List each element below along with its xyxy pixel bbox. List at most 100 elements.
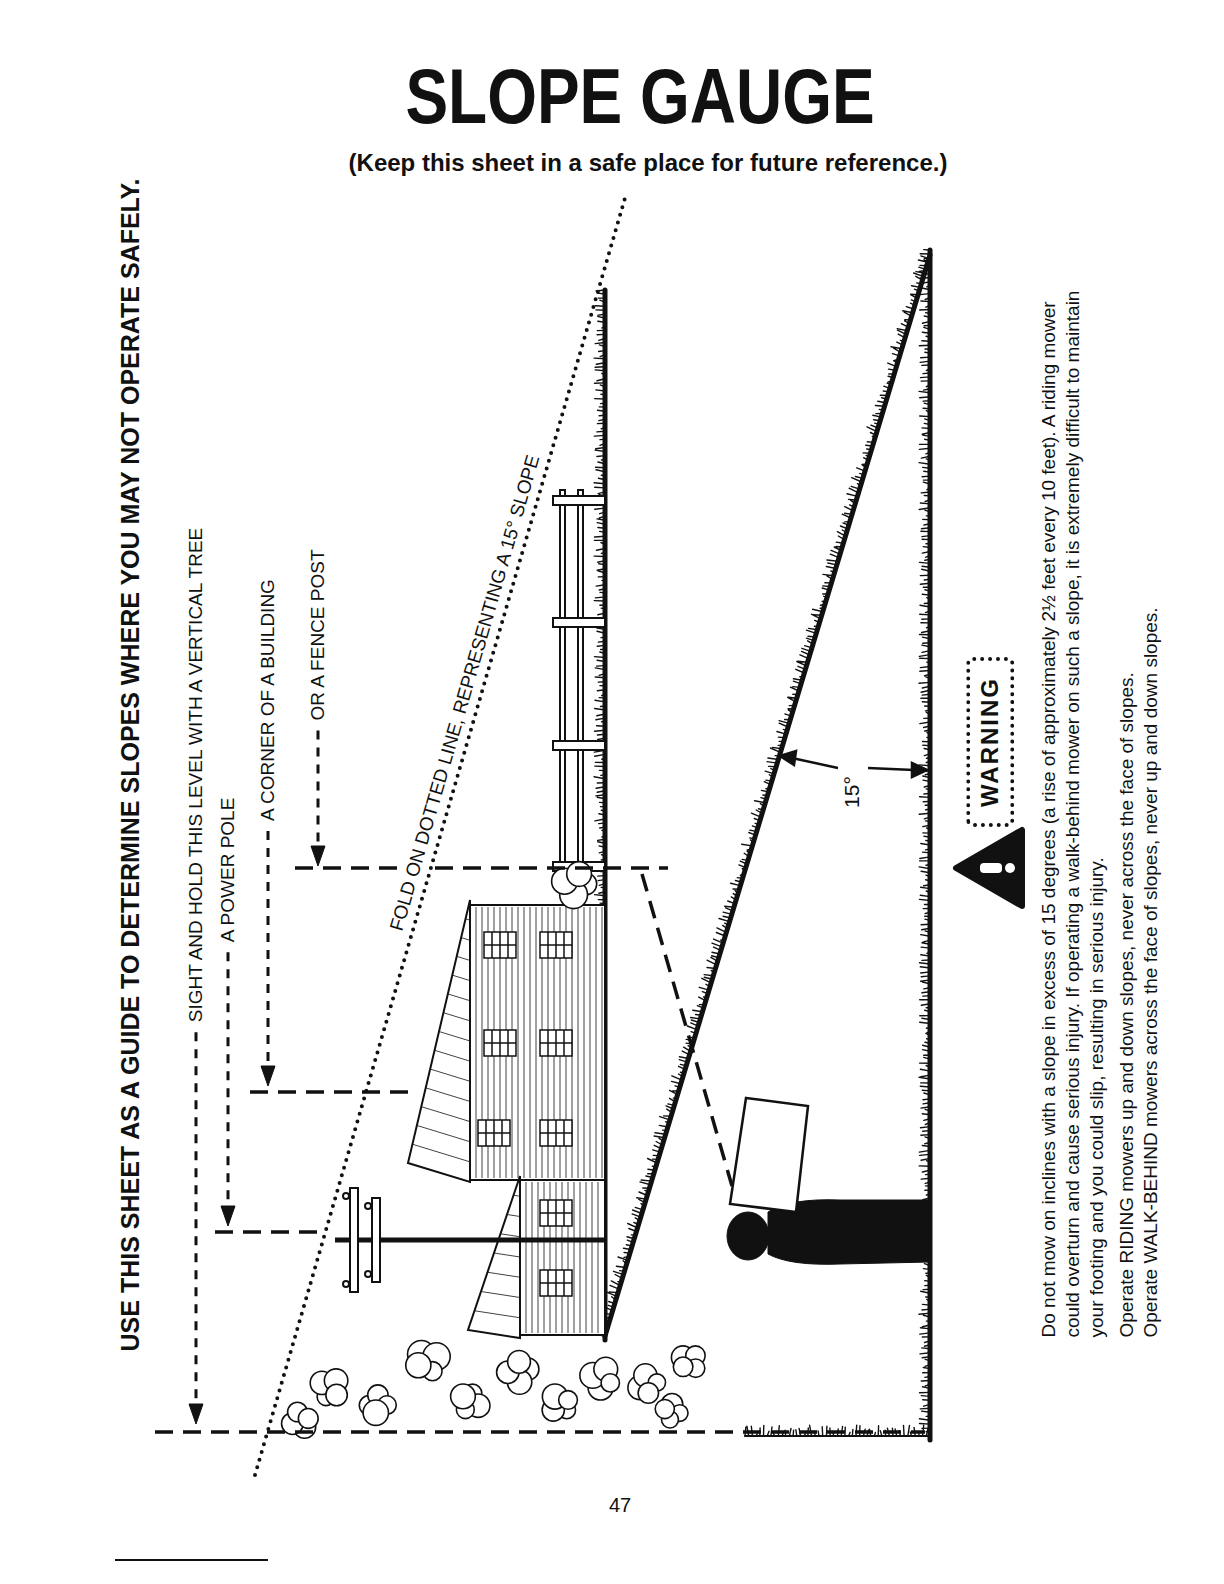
warning-heading: WARNING — [976, 677, 1004, 807]
power-pole — [350, 1188, 358, 1292]
bushes — [559, 1391, 578, 1410]
bushes — [655, 1399, 674, 1418]
house-drawing — [412, 1144, 470, 1162]
house-drawing — [540, 1042, 572, 1044]
house-drawing — [426, 1088, 470, 1102]
house-drawing — [532, 1182, 533, 1333]
sight-dashed-line — [195, 1032, 198, 1404]
house-drawing — [421, 1107, 470, 1122]
rule-line — [115, 1559, 268, 1561]
power-pole — [335, 1188, 605, 1292]
house-drawing — [540, 1120, 572, 1146]
house-drawing — [435, 1050, 470, 1061]
angle-arrows — [912, 763, 927, 777]
fold-dotted-line — [255, 198, 625, 1475]
person-silhouette — [727, 1212, 769, 1260]
house-drawing — [478, 1132, 510, 1134]
sight-dashed-line — [267, 831, 270, 1066]
person-silhouette — [730, 1098, 808, 1212]
house-drawing — [514, 1195, 521, 1196]
house-drawing — [586, 1182, 587, 1333]
fold-line — [255, 198, 625, 1475]
house-drawing — [448, 994, 470, 1001]
person-silhouette — [727, 1098, 930, 1264]
house-drawing — [590, 907, 591, 1178]
sight-arrowhead — [261, 1066, 275, 1086]
house-drawing — [540, 1212, 572, 1214]
house-drawing — [540, 932, 572, 958]
fold-label: FOLD ON DOTTED LINE, REPRESENTING A 15° … — [385, 449, 545, 936]
bushes — [638, 1383, 658, 1403]
house-drawing — [430, 1069, 470, 1081]
slope-gauge-lines — [605, 250, 930, 1440]
house-drawing — [540, 1282, 572, 1284]
fence — [553, 741, 605, 750]
house-drawing — [461, 938, 470, 941]
level-dashed-line — [250, 1090, 418, 1094]
fence — [553, 496, 605, 505]
house-drawing — [466, 919, 470, 920]
house-drawing — [412, 919, 520, 1318]
sight-label: OR A FENCE POST — [307, 549, 329, 720]
side-heading: USE THIS SHEET AS A GUIDE TO DETERMINE S… — [116, 179, 145, 1352]
house-drawing — [452, 975, 470, 980]
sight-label: A CORNER OF A BUILDING — [257, 579, 279, 821]
house-drawing — [596, 907, 597, 1178]
slope-gauge-lines — [745, 1435, 930, 1437]
house-drawing — [468, 1176, 520, 1338]
house-drawing — [540, 1270, 572, 1296]
house-drawing — [484, 1030, 516, 1056]
house-drawing — [578, 907, 579, 1178]
power-pole — [343, 1193, 349, 1199]
house-drawing — [602, 907, 603, 1178]
bushes — [451, 1384, 476, 1409]
power-pole — [365, 1271, 371, 1277]
house-drawing — [580, 1182, 581, 1333]
house-drawing — [439, 1032, 470, 1042]
house-drawing — [417, 1125, 470, 1141]
house-drawing — [408, 900, 470, 1182]
house-drawing — [484, 944, 516, 946]
slope-gauge-lines — [605, 255, 930, 1336]
house-drawing — [443, 1013, 470, 1021]
fence — [553, 490, 605, 872]
level-dashed-line — [155, 1430, 925, 1434]
grass — [594, 250, 930, 1437]
house-drawing — [457, 956, 470, 960]
page-title: SLOPE GAUGE — [405, 52, 874, 142]
house-drawing — [484, 932, 516, 958]
house-drawing — [540, 1132, 572, 1134]
bushes — [363, 1400, 388, 1425]
house-drawing — [501, 1234, 521, 1237]
level-dashed-line — [215, 1230, 322, 1234]
angle-label: 15° — [840, 776, 864, 808]
warning-text: Do not mow on inclines with a slope in e… — [1037, 253, 1109, 1338]
power-pole — [343, 1281, 349, 1287]
sight-guide-lines — [155, 731, 925, 1432]
sight-dashed-line — [642, 874, 732, 1186]
house-drawing — [470, 905, 605, 1180]
bushes — [298, 1409, 318, 1429]
sight-label: SIGHT AND HOLD THIS LEVEL WITH A VERTICA… — [185, 528, 207, 1023]
house-drawing — [538, 1182, 539, 1333]
sight-dashed-line — [227, 952, 230, 1206]
angle-arrows — [780, 751, 796, 765]
fence — [553, 618, 605, 627]
house-drawing — [478, 1120, 510, 1146]
angle-arrows — [868, 768, 914, 770]
sight-label: A POWER POLE — [217, 798, 239, 943]
warning-triangle-icon — [956, 830, 1022, 906]
angle-arrows — [792, 758, 838, 768]
sight-arrowhead — [189, 1404, 203, 1424]
house-drawing — [488, 1272, 521, 1277]
house-drawing — [507, 1215, 520, 1217]
house-drawing — [526, 1182, 527, 1333]
bushes — [282, 862, 706, 1439]
sight-arrowhead — [311, 846, 325, 866]
warning-text-block: Do not mow on inclines with a slope in e… — [1037, 253, 1163, 1338]
house-drawing — [518, 907, 519, 1178]
warning-text: Operate WALK-BEHIND mowers across the fa… — [1139, 253, 1163, 1338]
sight-dashed-line — [317, 731, 320, 846]
house-drawing — [484, 1042, 516, 1044]
house-drawing — [540, 1030, 572, 1056]
